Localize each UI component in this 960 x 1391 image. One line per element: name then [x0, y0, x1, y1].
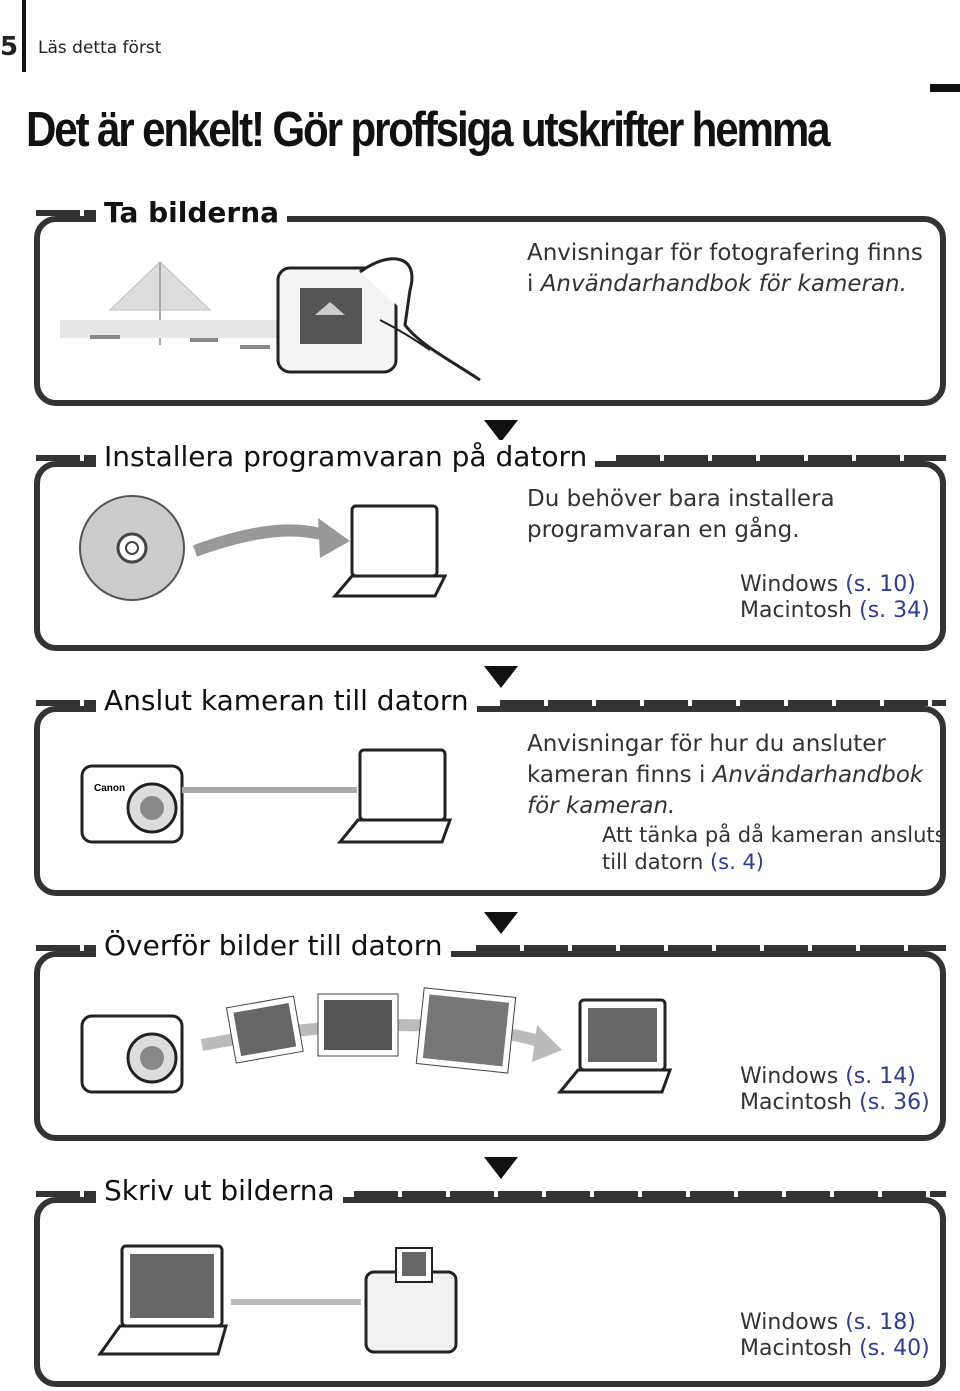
ref-page: (s. 36) — [859, 1090, 930, 1115]
step-box-take-pictures — [34, 216, 946, 406]
step-title-install-software: Installera programvaran på datorn — [96, 440, 596, 473]
page-refs-transfer: Windows (s. 14) Macintosh (s. 36) — [740, 1064, 930, 1116]
page-refs-print: Windows (s. 18) Macintosh (s. 40) — [740, 1310, 930, 1362]
flow-arrow-down-icon — [484, 1157, 518, 1179]
desc-line: Anvisningar för hur du ansluter — [527, 731, 886, 757]
step-box-connect-camera — [34, 706, 946, 896]
step-box-transfer-images — [34, 951, 946, 1141]
ref-windows: Windows (s. 18) — [740, 1310, 930, 1336]
desc-line: programvaran en gång. — [527, 517, 800, 543]
header-divider — [22, 0, 26, 72]
desc-line: Du behöver bara installera — [527, 486, 835, 512]
ref-label: Windows — [740, 1310, 846, 1335]
ref-page: (s. 10) — [845, 572, 916, 597]
step-desc-connect-camera: Anvisningar för hur du ansluter kameran … — [527, 729, 923, 822]
step-title-dashes — [476, 945, 946, 951]
ref-page: (s. 18) — [845, 1310, 916, 1335]
note-page: (s. 4) — [709, 850, 764, 874]
page-number: 5 — [0, 32, 19, 62]
ref-label: Macintosh — [740, 1336, 860, 1361]
step-box-print-images — [34, 1197, 946, 1387]
ref-mac: Macintosh (s. 40) — [740, 1336, 930, 1362]
step-title-print-images: Skriv ut bilderna — [96, 1174, 343, 1207]
ref-windows: Windows (s. 10) — [740, 572, 930, 598]
laptop-printer-illustration — [97, 1244, 458, 1356]
step-title-dashes — [36, 210, 96, 216]
ref-page: (s. 14) — [845, 1064, 916, 1089]
page-refs-install: Windows (s. 10) Macintosh (s. 34) — [740, 572, 930, 624]
section-heading: Läs detta först — [38, 38, 162, 58]
ref-label: Windows — [740, 572, 846, 597]
top-rule — [930, 84, 960, 92]
step-title-dashes — [36, 700, 96, 706]
cd-to-laptop-illustration — [79, 495, 448, 601]
step-title-dashes — [36, 455, 96, 461]
note-text: till datorn — [602, 850, 710, 874]
step-title-dashes — [36, 1191, 96, 1197]
desc-text: kameran finns i — [527, 762, 713, 788]
ref-page: (s. 34) — [859, 598, 930, 623]
flow-arrow-down-icon — [484, 666, 518, 688]
ref-mac: Macintosh (s. 34) — [740, 598, 930, 624]
step-title-dashes — [500, 700, 946, 706]
manual-title: för kameran. — [527, 793, 676, 819]
ref-windows: Windows (s. 14) — [740, 1064, 930, 1090]
step-title-dashes — [616, 455, 946, 461]
camera-photos-laptop-illustration — [80, 987, 673, 1094]
manual-title: Användarhandbok för kameran. — [540, 271, 907, 297]
note-line: till datorn (s. 4) — [602, 849, 946, 876]
ref-page: (s. 40) — [859, 1336, 930, 1361]
flow-arrow-down-icon — [484, 420, 518, 442]
note-line: Att tänka på då kameran ansluts — [602, 823, 946, 847]
step-title-connect-camera: Anslut kameran till datorn — [96, 684, 477, 717]
desc-line: kameran finns i Användarhandbok — [527, 760, 923, 791]
camera-brand-label: Canon — [94, 783, 125, 794]
step-title-dashes — [354, 1191, 946, 1197]
step-desc-take-pictures: Anvisningar för fotografering finns i An… — [527, 238, 923, 300]
step-title-take-pictures: Ta bilderna — [96, 196, 288, 229]
ref-label: Windows — [740, 1064, 846, 1089]
desc-line: i Användarhandbok för kameran. — [527, 269, 923, 300]
flow-arrow-down-icon — [484, 912, 518, 934]
desc-line: Anvisningar för fotografering finns — [527, 240, 923, 266]
page-title: Det är enkelt! Gör proffsiga utskrifter … — [26, 103, 831, 157]
beach-camera-illustration — [60, 257, 481, 382]
manual-title: Användarhandbok — [712, 762, 924, 788]
step-desc-install-software: Du behöver bara installera programvaran … — [527, 484, 835, 546]
note-connect-camera: Att tänka på då kameran ansluts till dat… — [602, 822, 946, 876]
step-title-transfer-images: Överför bilder till datorn — [96, 929, 451, 962]
desc-text: i — [527, 271, 541, 297]
ref-label: Macintosh — [740, 598, 860, 623]
camera-cable-laptop-illustration: Canon — [80, 748, 453, 844]
ref-label: Macintosh — [740, 1090, 860, 1115]
step-title-dashes — [36, 945, 96, 951]
ref-mac: Macintosh (s. 36) — [740, 1090, 930, 1116]
